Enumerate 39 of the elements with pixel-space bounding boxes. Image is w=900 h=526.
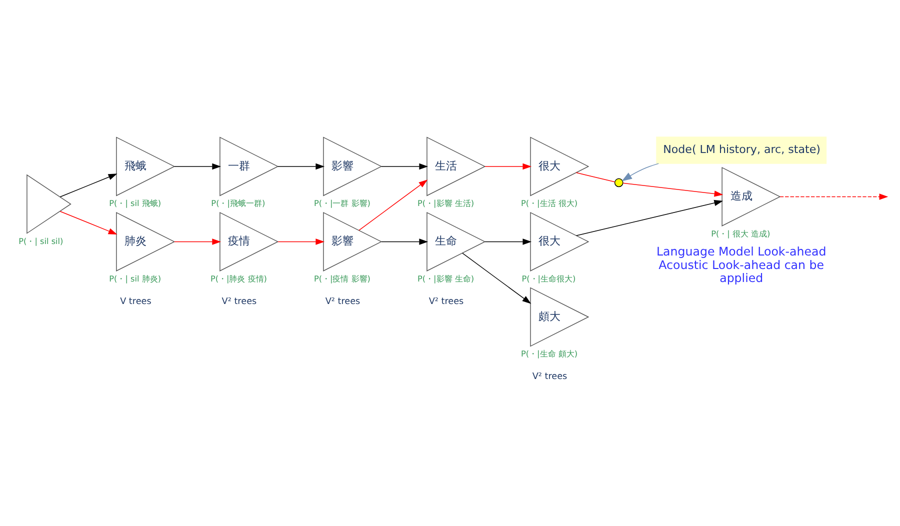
- node-label: P(・|一群 影響): [314, 198, 370, 208]
- arrow: [381, 238, 428, 244]
- label: Language Model Look-ahead Acoustic Look-ahead can be applied: [656, 244, 826, 285]
- arrow: [462, 252, 532, 304]
- arrow: [60, 173, 118, 197]
- label: V² trees: [428, 296, 464, 306]
- arrow: [358, 179, 428, 230]
- node-label: P(・|生命很大): [522, 272, 576, 283]
- connector: [576, 172, 616, 182]
- node-label: P(・|疫情 影響): [314, 272, 370, 283]
- arrow: [174, 162, 222, 170]
- label: V trees: [120, 296, 152, 306]
- label: V² trees: [325, 296, 360, 306]
- arrow: [484, 162, 532, 170]
- arrow: [780, 193, 888, 200]
- node-label: P(・|影響 生活): [417, 198, 474, 208]
- arrow: [484, 238, 532, 244]
- node-circle: [614, 178, 624, 187]
- node-label: P(・|影響 生命): [417, 272, 474, 283]
- node-label: P(・| sil 肺炎): [109, 272, 161, 283]
- node-label: P(・|飛蛾一群): [211, 198, 266, 208]
- arrow: [278, 238, 325, 244]
- node-label: P(・| 很大 造成): [711, 228, 770, 238]
- node-triangle: [26, 174, 72, 234]
- node-label: P(・|生活 很大): [520, 198, 578, 208]
- node-box: Node( LM history, arc, state): [656, 136, 827, 164]
- node-label: P(・| sil 飛蛾): [109, 198, 161, 208]
- arrow: [60, 210, 118, 234]
- node-label: P(・| sil sil): [18, 235, 64, 246]
- arrow: [622, 182, 724, 196]
- node-label: P(・|生命 頗大): [520, 348, 578, 358]
- label: V² trees: [222, 296, 257, 306]
- label: V² trees: [532, 372, 568, 382]
- arrow: [381, 162, 428, 170]
- arrow: [278, 162, 325, 170]
- arrow: [174, 238, 222, 244]
- node-label: P(・|肺炎 疫情): [210, 272, 267, 283]
- arrow: [576, 199, 724, 236]
- arrow: [622, 162, 659, 181]
